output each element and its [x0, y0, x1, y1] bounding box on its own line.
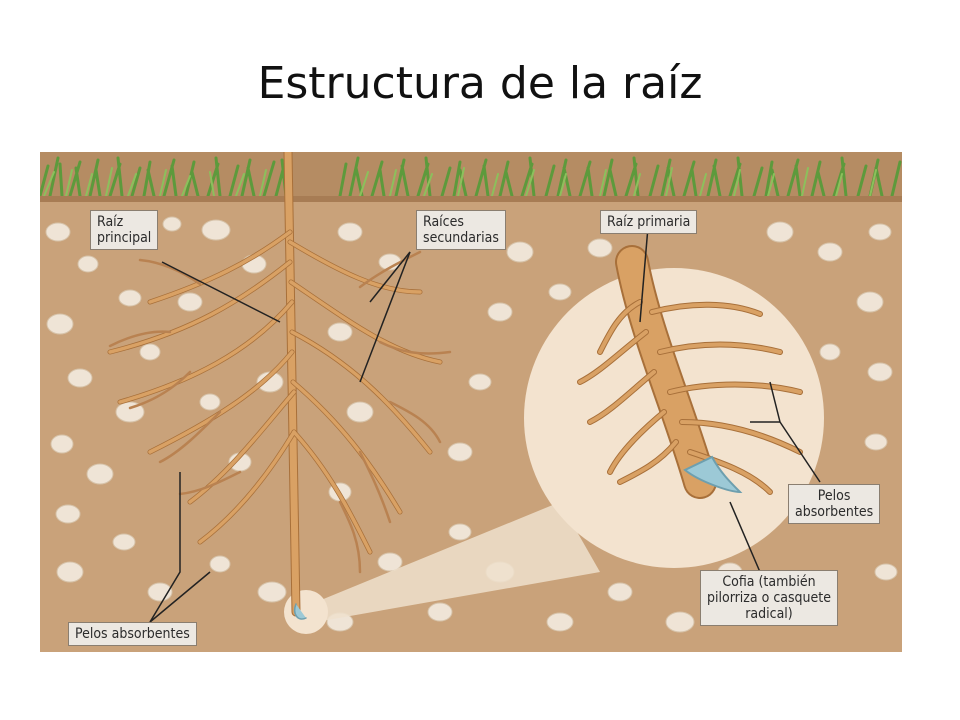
- label-raiz-principal: Raíz principal: [90, 210, 159, 250]
- label-pelos-absorbentes-right-line1: Pelos: [817, 488, 851, 504]
- label-raices-secundarias-line1: Raíces: [423, 214, 464, 230]
- grass-light: [43, 167, 877, 197]
- leader-lines: [149, 226, 821, 623]
- root-structure-diagram: Raíz principal Raíces secundarias Raíz p…: [40, 152, 902, 652]
- root-tip-highlight: [284, 590, 328, 634]
- zoomed-primary-root: [577, 245, 803, 499]
- root-system: [107, 152, 452, 620]
- magnifier-cone: [304, 502, 600, 622]
- label-pelos-absorbentes-right-line2: absorbentes: [795, 504, 874, 520]
- label-cofia: Cofia (también pilorriza o casquete radi…: [700, 570, 838, 626]
- label-raices-secundarias-line2: secundarias: [423, 230, 499, 246]
- root-tip-cap: [294, 603, 307, 620]
- label-pelos-absorbentes-left: Pelos absorbentes: [68, 622, 197, 646]
- label-raiz-primaria: Raíz primaria: [600, 210, 698, 234]
- slide-title: Estructura de la raíz: [257, 58, 703, 109]
- soil-line: [40, 196, 902, 202]
- label-raices-secundarias: Raíces secundarias: [416, 210, 506, 250]
- label-pelos-absorbentes-right: Pelos absorbentes: [788, 484, 881, 524]
- label-raiz-principal-line2: principal: [97, 230, 152, 246]
- label-cofia-line3: radical): [745, 606, 793, 622]
- label-pelos-absorbentes-left-text: Pelos absorbentes: [75, 626, 190, 642]
- label-raiz-primaria-text: Raíz primaria: [607, 214, 691, 230]
- label-cofia-line2: pilorriza o casquete: [707, 590, 831, 606]
- grass: [40, 156, 902, 198]
- label-cofia-line1: Cofia (también: [722, 574, 816, 590]
- label-raiz-principal-line1: Raíz: [97, 214, 124, 230]
- zoomed-root-cap: [683, 455, 743, 494]
